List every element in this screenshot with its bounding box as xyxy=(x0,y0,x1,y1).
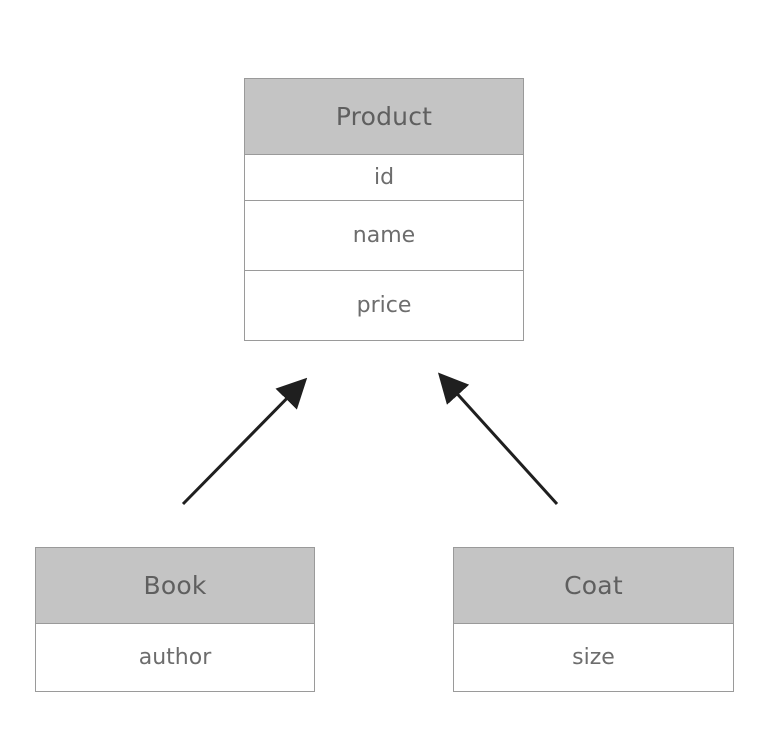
entity-book-field-author: author xyxy=(138,645,212,670)
arrow-coat-to-product xyxy=(437,372,559,506)
entity-product-title: Product xyxy=(245,79,523,155)
entity-product-field-id: id xyxy=(245,155,523,201)
entity-coat-field-size: size xyxy=(572,645,615,670)
entity-product: Product id name price xyxy=(244,78,524,341)
entity-coat-title: Coat xyxy=(454,548,733,624)
entity-coat: Coat size xyxy=(453,547,734,692)
entity-book-title: Book xyxy=(36,548,314,624)
entity-book: Book author xyxy=(35,547,315,692)
entity-product-field-price: price xyxy=(356,293,412,318)
entity-product-field-name: name xyxy=(245,201,523,271)
arrow-book-to-product xyxy=(181,377,308,506)
